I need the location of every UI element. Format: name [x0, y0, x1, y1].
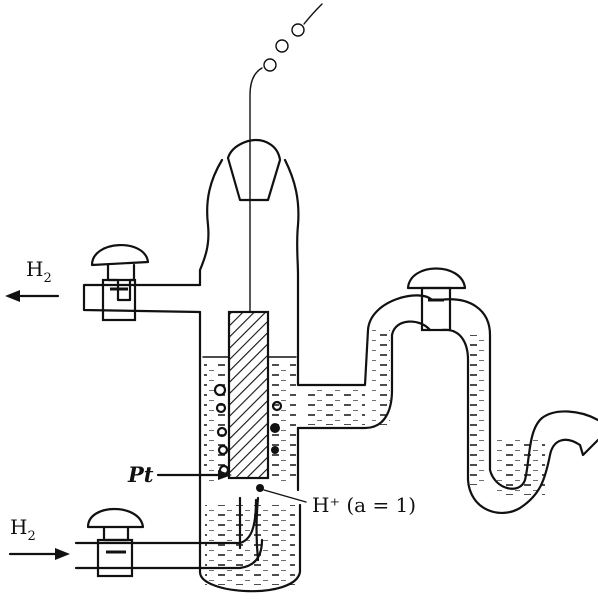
pt-label: Pt — [127, 462, 154, 487]
top-stopper — [226, 138, 282, 202]
stopcock-icon[interactable] — [90, 244, 150, 322]
liquid-seal-tube — [296, 294, 598, 515]
gas-bubble-icon — [213, 383, 283, 492]
outlet-arm — [82, 283, 202, 314]
solution-label: H⁺ (a = 1) — [312, 493, 416, 517]
stopcock-icon[interactable] — [406, 267, 467, 332]
pt-pointer — [156, 470, 232, 480]
arrow-left-icon — [5, 290, 60, 302]
liquid-fill — [205, 505, 295, 585]
h2-outlet-label: H2 — [26, 257, 52, 286]
solution-pointer — [263, 489, 307, 503]
h2-inlet-label: H2 — [10, 515, 36, 544]
stopcock-icon[interactable] — [86, 508, 145, 578]
inlet-arm — [74, 498, 264, 570]
coiled-wire-icon — [249, 3, 323, 313]
platinum-electrode — [227, 310, 270, 480]
arrow-right-icon — [8, 548, 70, 560]
